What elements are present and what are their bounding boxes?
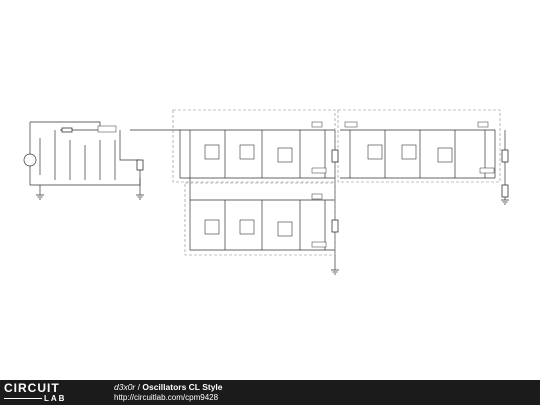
circuit-title: Oscillators CL Style — [142, 382, 223, 392]
transistor-blocks — [204, 144, 453, 237]
circuit-caption: d3x0r / Oscillators CL Style — [114, 382, 223, 392]
author-link[interactable]: d3x0r — [114, 382, 136, 392]
caption-separator: / — [135, 382, 143, 392]
logo-text-bottom: LAB — [44, 394, 67, 403]
voltage-source-symbol — [23, 153, 37, 167]
note-box-stage-1 — [172, 109, 336, 183]
circuit-diagram — [23, 109, 509, 275]
circuitlab-logo[interactable]: CIRCUIT LAB — [4, 382, 74, 403]
note-box-stage-2 — [337, 109, 501, 183]
note-boxes — [172, 109, 501, 256]
resistor-symbols — [61, 127, 509, 233]
circuit-url-link[interactable]: http://circuitlab.com/cpm9428 — [114, 393, 219, 402]
ground-symbols — [36, 194, 509, 275]
wires — [29, 121, 506, 270]
net-label-boxes — [97, 121, 495, 248]
note-box-stage-3 — [184, 182, 336, 256]
logo-wire-icon — [4, 398, 42, 399]
footer-bar: CIRCUIT LAB d3x0r / Oscillators CL Style… — [0, 380, 540, 405]
logo-text-top: CIRCUIT — [4, 381, 60, 395]
schematic-canvas — [23, 109, 509, 275]
